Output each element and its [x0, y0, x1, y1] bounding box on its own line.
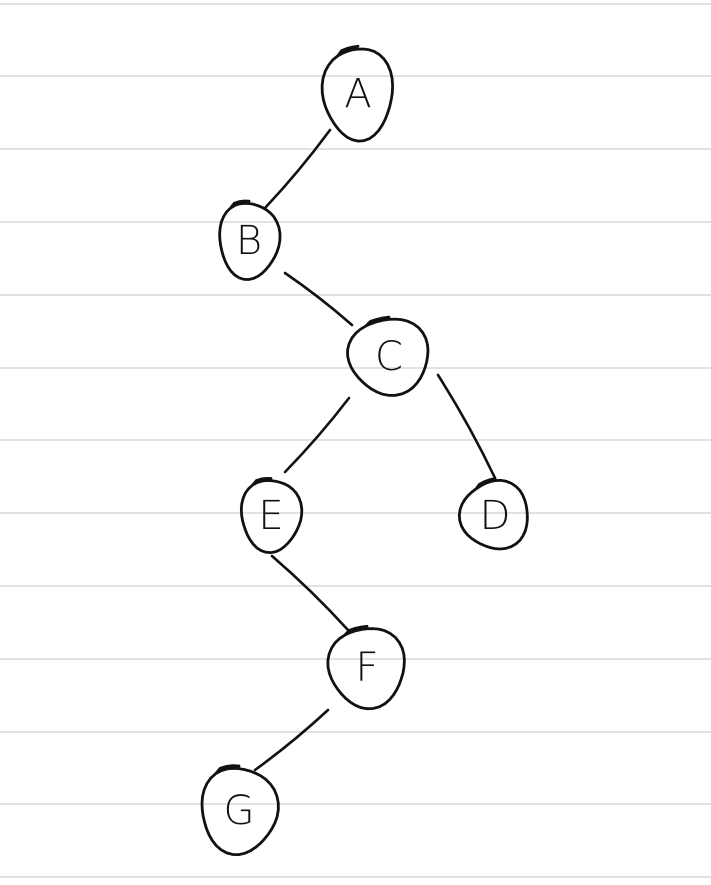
ruled-lines [0, 3, 711, 878]
node-label: B [236, 218, 262, 264]
node-label: D [480, 493, 511, 539]
node-circle [200, 764, 280, 857]
edge-f-g [253, 708, 330, 772]
node-circle [457, 477, 529, 551]
node-label: E [258, 493, 283, 539]
node-label: A [344, 71, 371, 117]
node-d: D [457, 477, 529, 551]
node-circle [239, 476, 304, 555]
node-circle [320, 44, 395, 143]
edge-b-c [283, 271, 354, 327]
node-b: B [218, 199, 282, 281]
node-label: C [375, 334, 403, 380]
edge-c-e [283, 396, 351, 474]
edge-e-f [270, 554, 350, 632]
edge-c-d [436, 373, 497, 480]
node-circle [218, 199, 282, 281]
node-a: A [320, 44, 395, 143]
node-circle [346, 315, 430, 397]
tree-edges [253, 128, 497, 772]
node-e: E [239, 476, 304, 555]
node-f: F [326, 624, 406, 711]
node-g: G [200, 764, 280, 857]
edge-a-b [263, 128, 332, 210]
node-c: C [346, 315, 430, 397]
node-label: G [224, 788, 255, 834]
node-label: F [355, 645, 378, 691]
tree-nodes: A B C E D F G [200, 44, 529, 857]
node-circle [326, 624, 406, 711]
